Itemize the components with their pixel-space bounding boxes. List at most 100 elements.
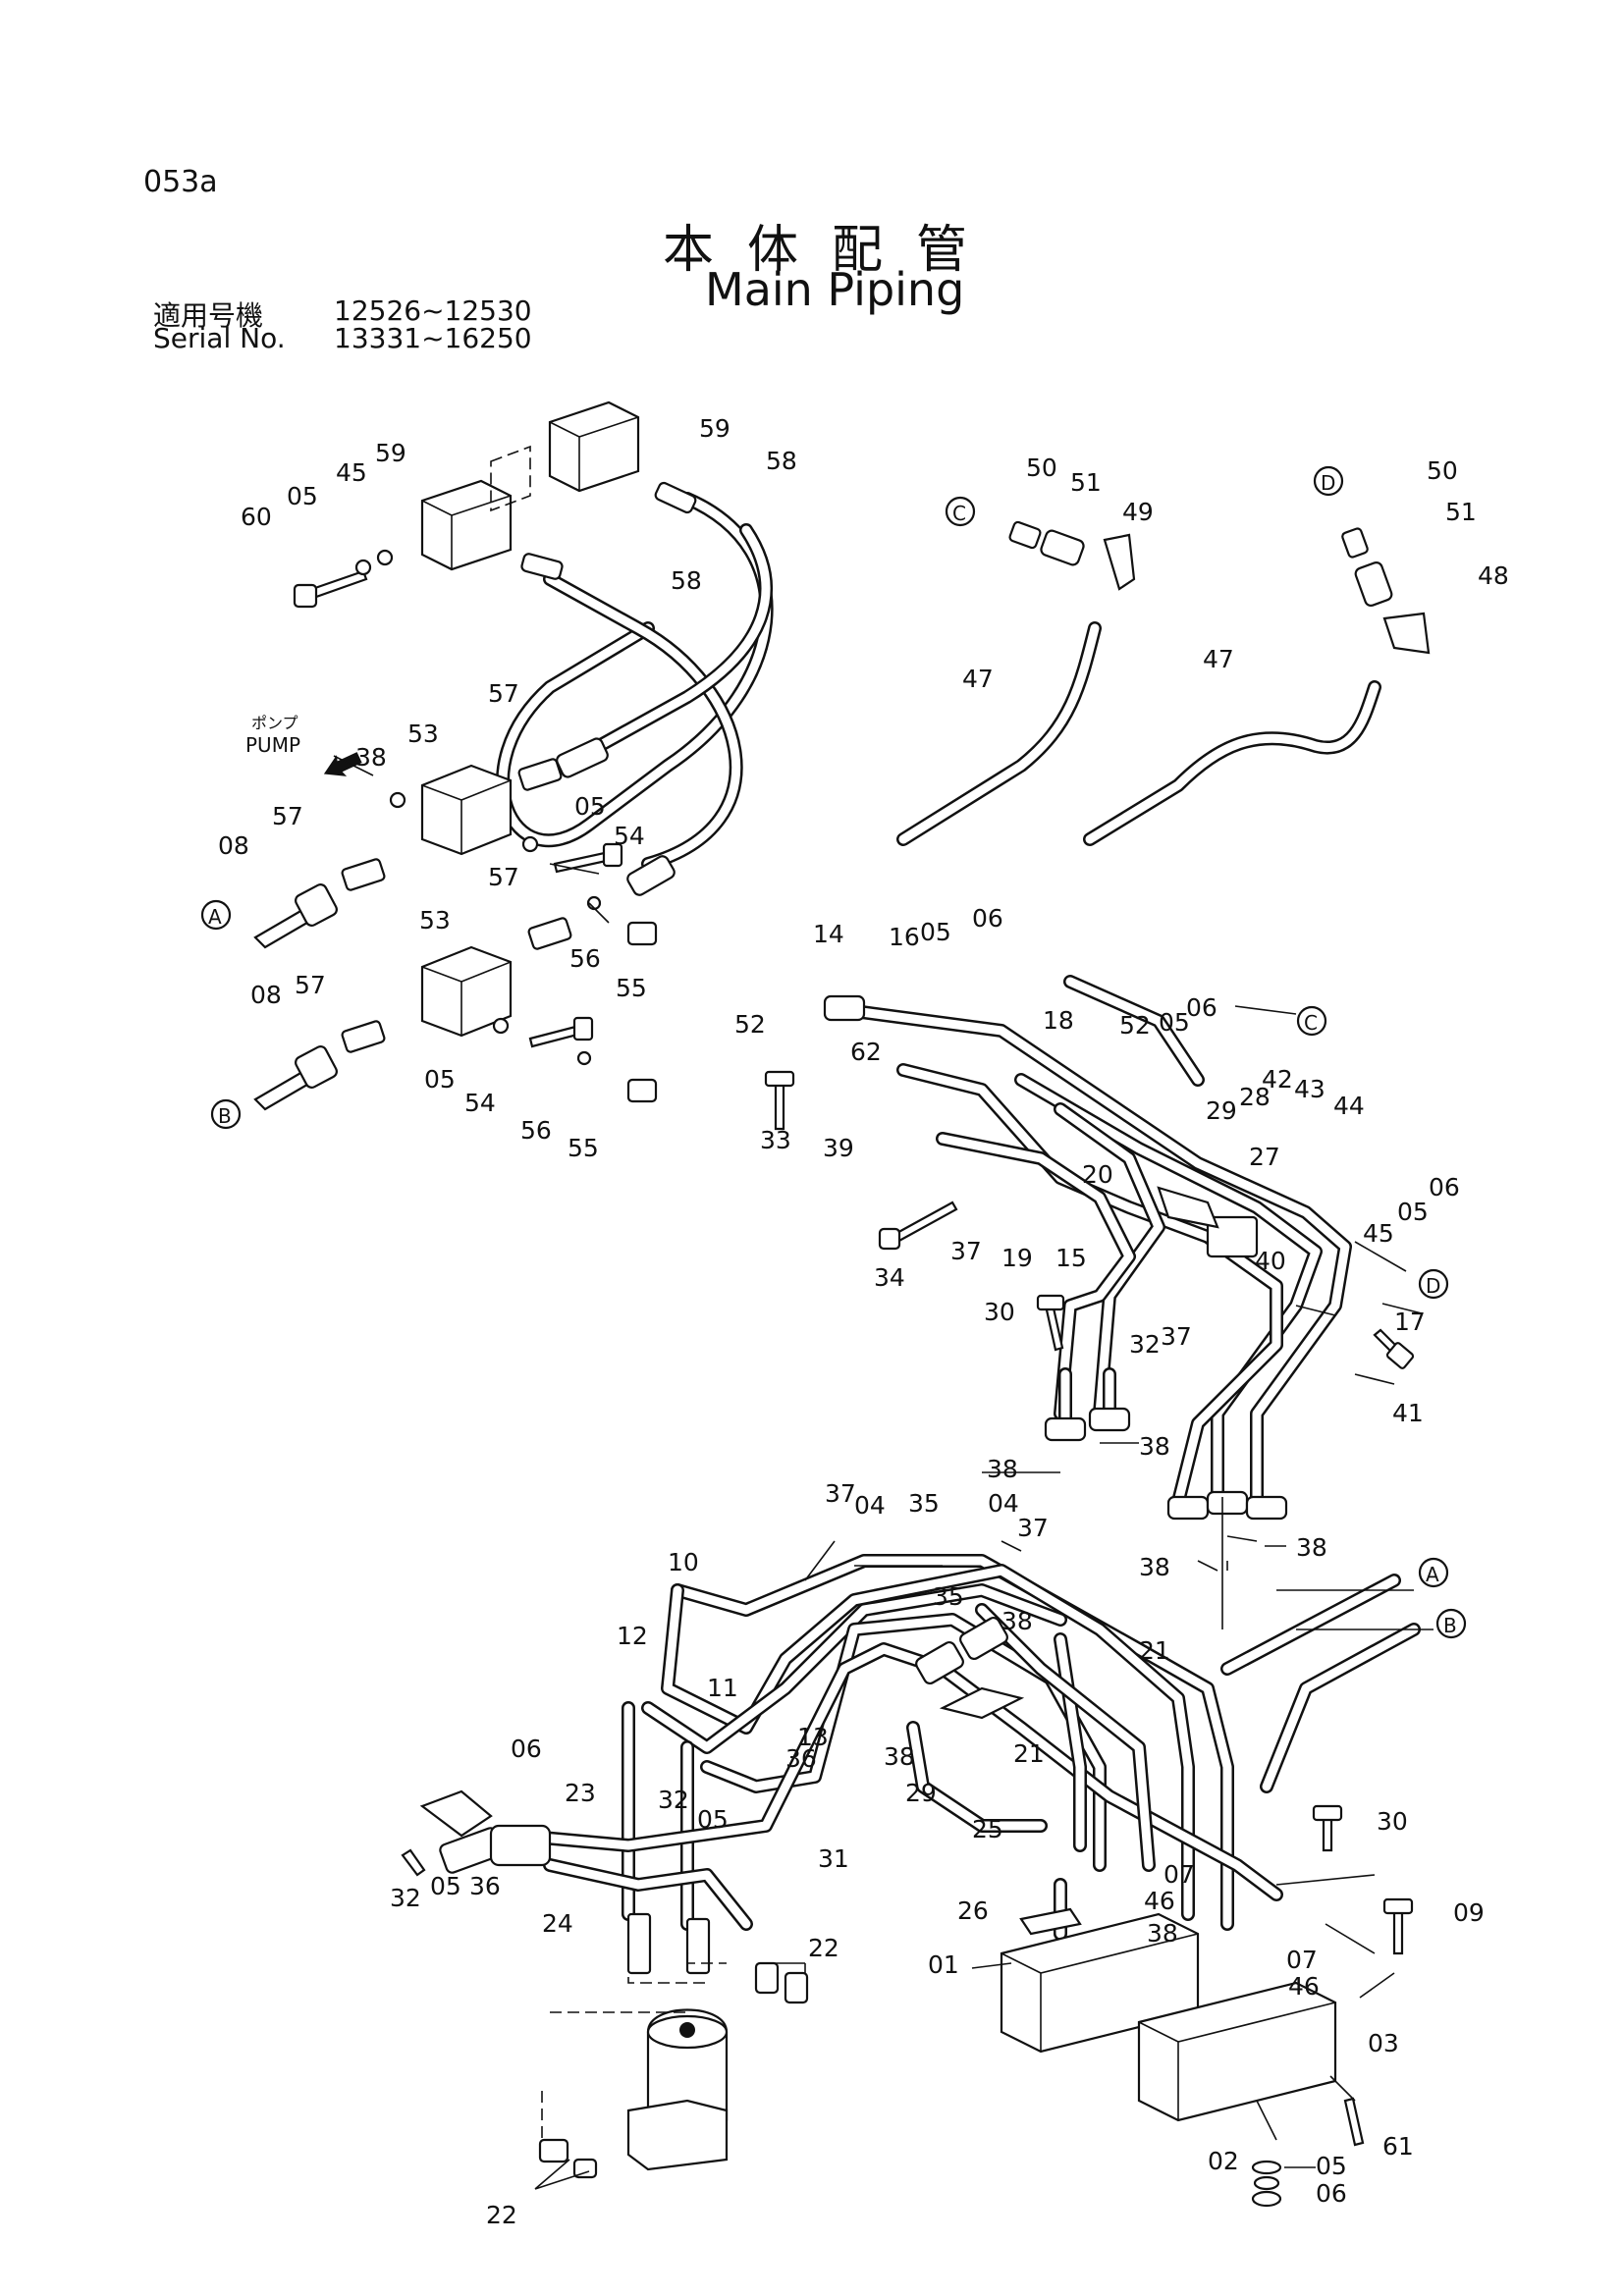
callout-02: 02 (1208, 2147, 1239, 2175)
callout-58: 58 (671, 566, 702, 595)
callout-29: 29 (905, 1779, 937, 1807)
callout-33: 33 (760, 1126, 791, 1154)
callout-10: 10 (668, 1548, 699, 1576)
callout-06: 06 (972, 904, 1003, 933)
marker-c-right: C (1296, 1005, 1327, 1037)
page-number: 053a (143, 165, 218, 199)
callout-37: 37 (825, 1479, 856, 1508)
callout-06: 06 (1316, 2179, 1347, 2208)
callout-05: 05 (920, 918, 951, 946)
callout-05: 05 (1159, 1008, 1190, 1037)
callout-45: 45 (336, 458, 367, 487)
callout-61: 61 (1382, 2132, 1414, 2161)
callout-09: 09 (1453, 1898, 1485, 1927)
callout-57: 57 (295, 971, 326, 999)
marker-c-left: C (945, 496, 976, 527)
callout-58: 58 (766, 447, 797, 475)
callout-38: 38 (1139, 1432, 1170, 1461)
callout-37: 37 (1161, 1322, 1192, 1351)
callout-38: 38 (1001, 1607, 1033, 1635)
callout-44: 44 (1333, 1092, 1365, 1120)
svg-text:D: D (1426, 1274, 1440, 1298)
callout-06: 06 (511, 1735, 542, 1763)
callout-35: 35 (933, 1582, 964, 1611)
callout-05: 05 (1316, 2152, 1347, 2180)
callout-50: 50 (1427, 456, 1458, 485)
callout-06: 06 (1429, 1173, 1460, 1201)
callout-38: 38 (884, 1742, 915, 1771)
callout-62: 62 (850, 1038, 882, 1066)
callout-54: 54 (464, 1089, 496, 1117)
svg-text:A: A (1426, 1563, 1439, 1586)
callout-46: 46 (1288, 1972, 1320, 2001)
callout-22: 22 (486, 2201, 517, 2229)
callout-46: 46 (1144, 1887, 1175, 1915)
callout-15: 15 (1055, 1244, 1087, 1272)
callout-36: 36 (785, 1744, 817, 1773)
serial-range-2: 13331~16250 (334, 322, 532, 354)
callout-53: 53 (407, 720, 439, 748)
callout-14: 14 (813, 920, 844, 948)
callout-25: 25 (972, 1815, 1003, 1843)
callout-45: 45 (1363, 1219, 1394, 1248)
part-callouts: 59 58 59 45 05 60 58 57 53 38 05 57 54 0… (218, 414, 1509, 2229)
callout-34: 34 (874, 1263, 905, 1292)
callout-01: 01 (928, 1950, 959, 1979)
pump-label-katakana: ポンプ (251, 714, 298, 732)
callout-08: 08 (250, 981, 282, 1009)
callout-52: 52 (734, 1010, 766, 1039)
callout-57: 57 (488, 679, 519, 708)
callout-28: 28 (1239, 1083, 1271, 1111)
callout-20: 20 (1082, 1160, 1113, 1189)
callout-57: 57 (488, 863, 519, 891)
callout-50: 50 (1026, 454, 1057, 482)
serial-label-japanese: 適用号機 (153, 299, 264, 332)
callout-22: 22 (808, 1934, 839, 1962)
callout-23: 23 (565, 1779, 596, 1807)
callout-29: 29 (1206, 1096, 1237, 1125)
callout-38: 38 (1147, 1919, 1178, 1948)
callout-21: 21 (1013, 1739, 1045, 1768)
callout-51: 51 (1445, 498, 1477, 526)
callout-37: 37 (1017, 1514, 1049, 1542)
callout-31: 31 (818, 1844, 849, 1873)
callout-38: 38 (1139, 1553, 1170, 1581)
marker-a-upper: A (200, 899, 232, 931)
callout-05: 05 (424, 1065, 456, 1094)
callout-11: 11 (707, 1674, 738, 1702)
callout-05: 05 (697, 1805, 729, 1834)
callout-32: 32 (390, 1884, 421, 1912)
marker-a-lower: A (1418, 1557, 1449, 1588)
callout-32: 32 (658, 1786, 689, 1814)
callout-13: 13 (797, 1723, 829, 1751)
callout-12: 12 (617, 1622, 648, 1650)
callout-48: 48 (1478, 561, 1509, 590)
callout-53: 53 (419, 906, 451, 934)
pipe-drawing (253, 400, 1434, 2208)
title-japanese: 本体配管 (663, 221, 1001, 280)
connection-markers: A B C D C D A (200, 465, 1467, 1639)
callout-51: 51 (1070, 468, 1102, 497)
callout-59: 59 (375, 439, 406, 467)
callout-43: 43 (1294, 1075, 1325, 1103)
callout-35: 35 (908, 1489, 940, 1518)
callout-05: 05 (287, 482, 318, 510)
title-english: Main Piping (705, 263, 965, 316)
serial-range-1: 12526~12530 (334, 294, 532, 327)
marker-b-upper: B (210, 1098, 242, 1130)
callout-27: 27 (1249, 1143, 1280, 1171)
callout-32: 32 (1129, 1330, 1161, 1359)
callout-17: 17 (1394, 1308, 1426, 1336)
callout-04: 04 (854, 1491, 886, 1520)
marker-d-top: D (1313, 465, 1344, 497)
callout-04: 04 (988, 1489, 1019, 1518)
callout-06: 06 (1186, 993, 1217, 1022)
callout-19: 19 (1001, 1244, 1033, 1272)
callout-57: 57 (272, 802, 303, 830)
callout-21: 21 (1139, 1636, 1170, 1665)
callout-37: 37 (950, 1237, 982, 1265)
pump-label-english: PUMP (245, 733, 300, 757)
callout-36: 36 (469, 1872, 501, 1900)
svg-text:B: B (218, 1104, 232, 1128)
